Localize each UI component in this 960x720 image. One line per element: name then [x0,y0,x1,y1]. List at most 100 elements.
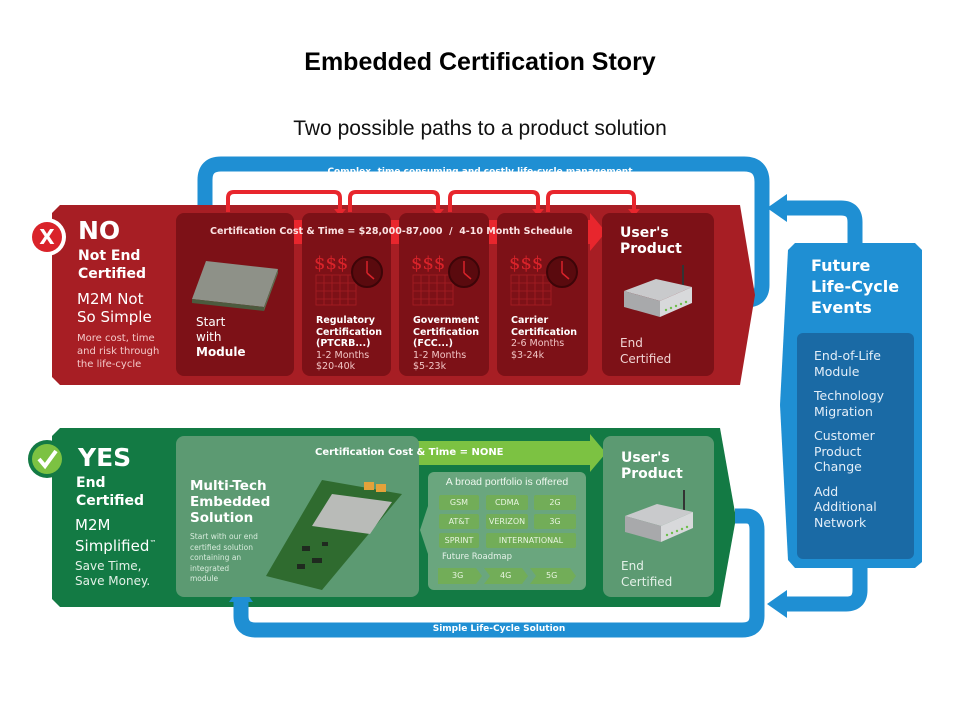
event-line: Module [814,363,860,379]
yes-subheading-line2: Certified [76,493,145,509]
no-desc-line1: More cost, time [77,333,155,344]
trademark-symbol: ™ [149,539,157,547]
event-line: Technology [814,388,885,403]
solution-desc-line: integrated [190,563,230,573]
cert-name: Carrier [511,315,549,326]
yes-tagline-line2: Simplified [75,537,150,555]
event-line: Additional [814,499,877,514]
cert-time: 1-2 Months [413,349,467,361]
roadmap-3g: 3G [452,571,464,580]
no-heading: NO [78,216,121,245]
future-title-line1: Future [811,256,871,275]
roadmap-4g: 4G [500,571,512,580]
cert-name: (PTCRB...) [316,338,371,349]
tech-chip: VERIZON [486,514,528,529]
product-title: User's Product [620,225,682,257]
portfolio-box: A broad portfolio is offered GSM CDMA 2G… [428,472,586,590]
tech-chip: 2G [534,495,576,510]
solution-desc-line: certified solution [190,542,254,552]
cert-loop-arrows [226,190,636,212]
no-subheading: Not End Certified [78,247,146,283]
router-icon [624,265,692,317]
yes-description: Save Time, Save Money. [75,559,150,589]
event-line: Network [814,514,867,530]
start-module-panel: Start with Module [176,213,294,376]
product-title-line1: User's [620,225,669,241]
event-line: Product [814,443,862,459]
yes-users-product-panel: User's Product End Certified [603,436,714,597]
yes-cost-arrow-label: Certification Cost & Time = NONE [315,447,504,458]
router-icon [625,490,693,542]
start-module-text: Start with Module [196,315,246,360]
no-users-product-panel: User's Product End Certified [602,213,714,376]
slide-title: Embedded Certification Story [304,48,656,76]
cert-name: Certification [316,326,383,338]
future-events-list: End-of-Life Module Technology Migration … [814,348,884,530]
bottom-lifecycle-loop [233,508,765,638]
cert-label-regulatory: Regulatory Certification (PTCRB...) 1-2 … [316,315,382,373]
start-line1: Start [196,315,226,329]
roadmap-arrow-4g [484,568,528,584]
yes-subheading-line1: End [76,475,106,491]
no-desc-line2: and risk through [77,346,160,357]
multitech-solution-panel: Multi-Tech Embedded Solution Start with … [176,436,419,597]
roadmap-label: Future Roadmap [442,552,512,562]
portfolio-heading: A broad portfolio is offered [445,476,569,488]
future-event-item: End-of-Life Module [814,348,884,379]
future-events-title: Future Life-Cycle Events [811,255,899,318]
portfolio-bracket [420,500,430,560]
cert-label-carrier: Carrier Certification 2-6 Months $3-24k [511,315,577,361]
product-status: End Certified [620,335,671,367]
tech-chip: GSM [439,495,479,510]
start-line2: with [196,330,222,344]
cert-name: Regulatory [316,315,375,326]
product-status-line1: End [621,559,644,573]
future-event-item: Technology Migration [814,388,884,419]
money-icon: $$$ [314,253,349,274]
cert-name: Certification [413,326,480,338]
bottom-loop-label: Simple Life-Cycle Solution [432,624,566,634]
solution-title: Multi-Tech Embedded Solution [190,478,270,526]
top-lifecycle-loop [197,156,770,308]
yes-desc-line1: Save Time, [75,559,142,573]
product-title-line2: Product [620,241,682,257]
future-to-top-arrow [785,200,863,245]
x-icon: X [39,225,55,249]
slide-subtitle: Two possible paths to a product solution [293,117,667,140]
solution-desc-line: module [190,574,219,583]
calendar-clock-icon [510,256,578,306]
money-icon: $$$ [509,253,544,274]
cert-name: (FCC...) [413,338,453,349]
cert-panel-regulatory: $$$ Regulatory Certification (PTCRB...) … [302,213,391,376]
solution-desc-line: Start with our end [190,532,258,541]
yes-heading: YES [78,443,132,472]
future-title-line3: Events [811,298,872,317]
tech-chip: CDMA [486,495,528,510]
no-cost-arrow-label: Certification Cost & Time = $28,000-87,0… [210,226,573,237]
roadmap-5g: 5G [546,571,558,580]
embedded-board-icon [266,480,402,590]
cert-time: 2-6 Months [511,338,565,349]
solution-desc: Start with our end certified solution co… [190,532,258,585]
cert-cost: $3-24k [511,349,545,361]
event-line: Add [814,483,839,499]
cert-name: Certification [511,326,578,338]
module-chip-icon [192,261,278,311]
product-title-line1: User's [621,450,670,466]
solution-title-line2: Embedded [190,494,271,510]
event-line: Change [814,459,862,474]
solution-desc-line: containing an [190,553,242,562]
calendar-clock-icon [315,256,383,306]
yes-subheading: End Certified [76,474,144,510]
roadmap-arrow-5g [530,568,576,584]
no-tagline-line2: So Simple [77,308,152,326]
roadmap-arrow-3g [438,568,482,584]
no-desc-line3: the life-cycle [77,359,142,370]
no-tagline-line1: M2M Not [77,290,144,308]
yes-desc-line2: Save Money. [75,574,151,588]
yes-tagline: M2M Simplified™ [75,516,156,555]
roadmap-arrows [438,568,576,584]
future-events-list-panel [797,333,914,559]
future-to-bottom-arrow [785,568,868,612]
start-line3: Module [196,345,246,359]
